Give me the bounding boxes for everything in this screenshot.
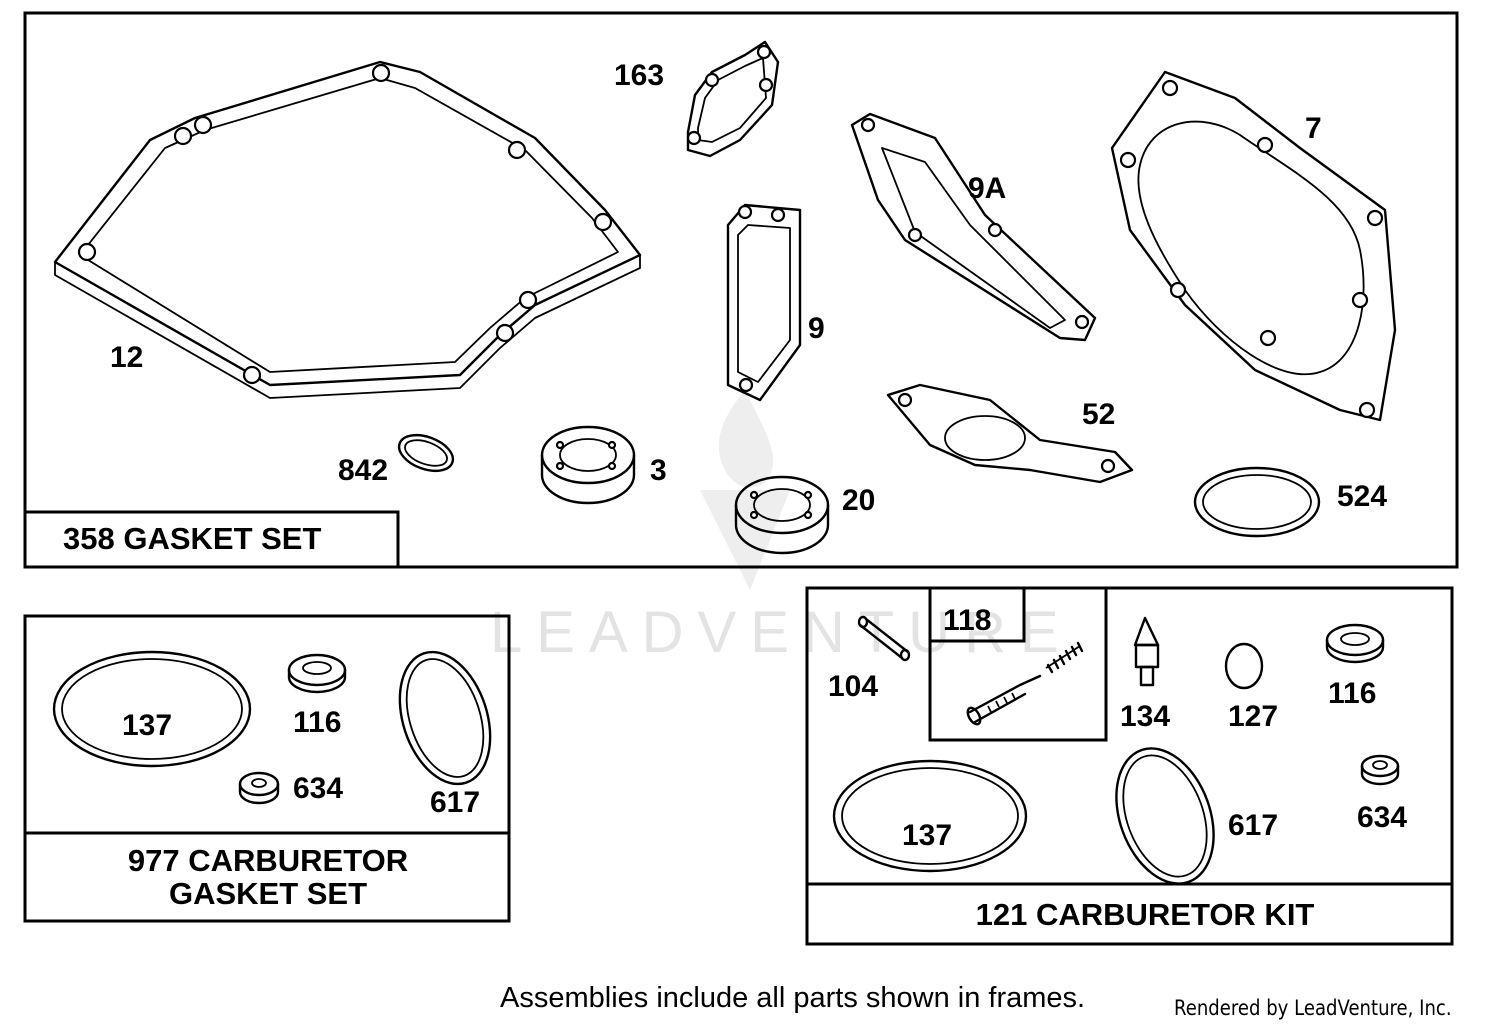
- watermark-text: LEADVENTURE: [490, 600, 1073, 665]
- part-9a-gasket[interactable]: [850, 112, 1097, 342]
- label-104: 104: [828, 670, 878, 703]
- label-137-b: 137: [902, 819, 952, 852]
- gasket-set-title: 358 GASKET SET: [63, 521, 321, 556]
- part-134-needle-valve[interactable]: [1133, 616, 1160, 687]
- label-52: 52: [1082, 398, 1115, 431]
- label-3: 3: [650, 454, 667, 487]
- label-118: 118: [943, 604, 991, 637]
- label-116-a: 116: [293, 706, 341, 739]
- carb-kit-frame: [805, 586, 1454, 946]
- watermark: LEADVENTURE: [490, 390, 1073, 665]
- part-118-mixture-screw[interactable]: [965, 641, 1084, 726]
- part-12-crankcase-gasket[interactable]: [53, 60, 642, 399]
- label-137-a: 137: [122, 709, 172, 742]
- label-842: 842: [338, 454, 388, 487]
- part-163-gasket[interactable]: [686, 40, 780, 158]
- carb-gasket-set-frame: [23, 614, 511, 923]
- label-7: 7: [1305, 112, 1322, 145]
- footer-credit: Rendered by LeadVenture, Inc.: [1174, 996, 1452, 1020]
- footer-note: Assemblies include all parts shown in fr…: [500, 982, 1086, 1014]
- part-9-gasket[interactable]: [726, 203, 802, 402]
- part-104-pin[interactable]: [857, 615, 911, 662]
- part-137-gasket-b[interactable]: [832, 759, 1028, 873]
- gasket-set-title-box: [23, 510, 400, 569]
- sub-frame-118-label-box: [928, 586, 1026, 643]
- part-842-o-ring[interactable]: [394, 428, 458, 477]
- part-20-oil-seal[interactable]: [734, 475, 830, 555]
- part-127-plug[interactable]: [1224, 642, 1264, 690]
- carb-gasket-set-title-line1: 977 CARBURETOR: [128, 843, 408, 878]
- label-163: 163: [614, 59, 664, 92]
- label-634-b: 634: [1357, 801, 1407, 834]
- label-524: 524: [1337, 480, 1387, 513]
- label-134: 134: [1120, 700, 1170, 733]
- label-617-b: 617: [1228, 809, 1278, 842]
- label-20: 20: [842, 484, 875, 517]
- label-634-a: 634: [293, 772, 343, 805]
- part-116-washer-b[interactable]: [1325, 623, 1385, 664]
- label-617-a: 617: [430, 786, 480, 819]
- part-137-gasket-a[interactable]: [52, 650, 252, 768]
- part-52-gasket[interactable]: [886, 383, 1134, 484]
- part-7-head-gasket[interactable]: [1110, 70, 1397, 422]
- gasket-set-frame: [23, 11, 1459, 569]
- label-116-b: 116: [1328, 677, 1376, 710]
- part-617-ring-a[interactable]: [384, 640, 506, 795]
- flame-logo-icon: [700, 390, 790, 590]
- part-634-washer-a[interactable]: [238, 771, 280, 805]
- part-617-ring-b[interactable]: [1099, 735, 1231, 897]
- part-634-washer-b[interactable]: [1360, 754, 1400, 786]
- part-116-washer-a[interactable]: [287, 653, 347, 694]
- carb-kit-title: 121 CARBURETOR KIT: [976, 897, 1315, 932]
- label-127: 127: [1228, 700, 1278, 733]
- carb-gasket-set-title-line2: GASKET SET: [169, 876, 367, 911]
- part-3-oil-seal[interactable]: [540, 425, 636, 505]
- label-12: 12: [110, 341, 143, 374]
- label-9: 9: [808, 312, 825, 345]
- part-524-ring[interactable]: [1193, 466, 1321, 538]
- label-9a: 9A: [968, 172, 1006, 205]
